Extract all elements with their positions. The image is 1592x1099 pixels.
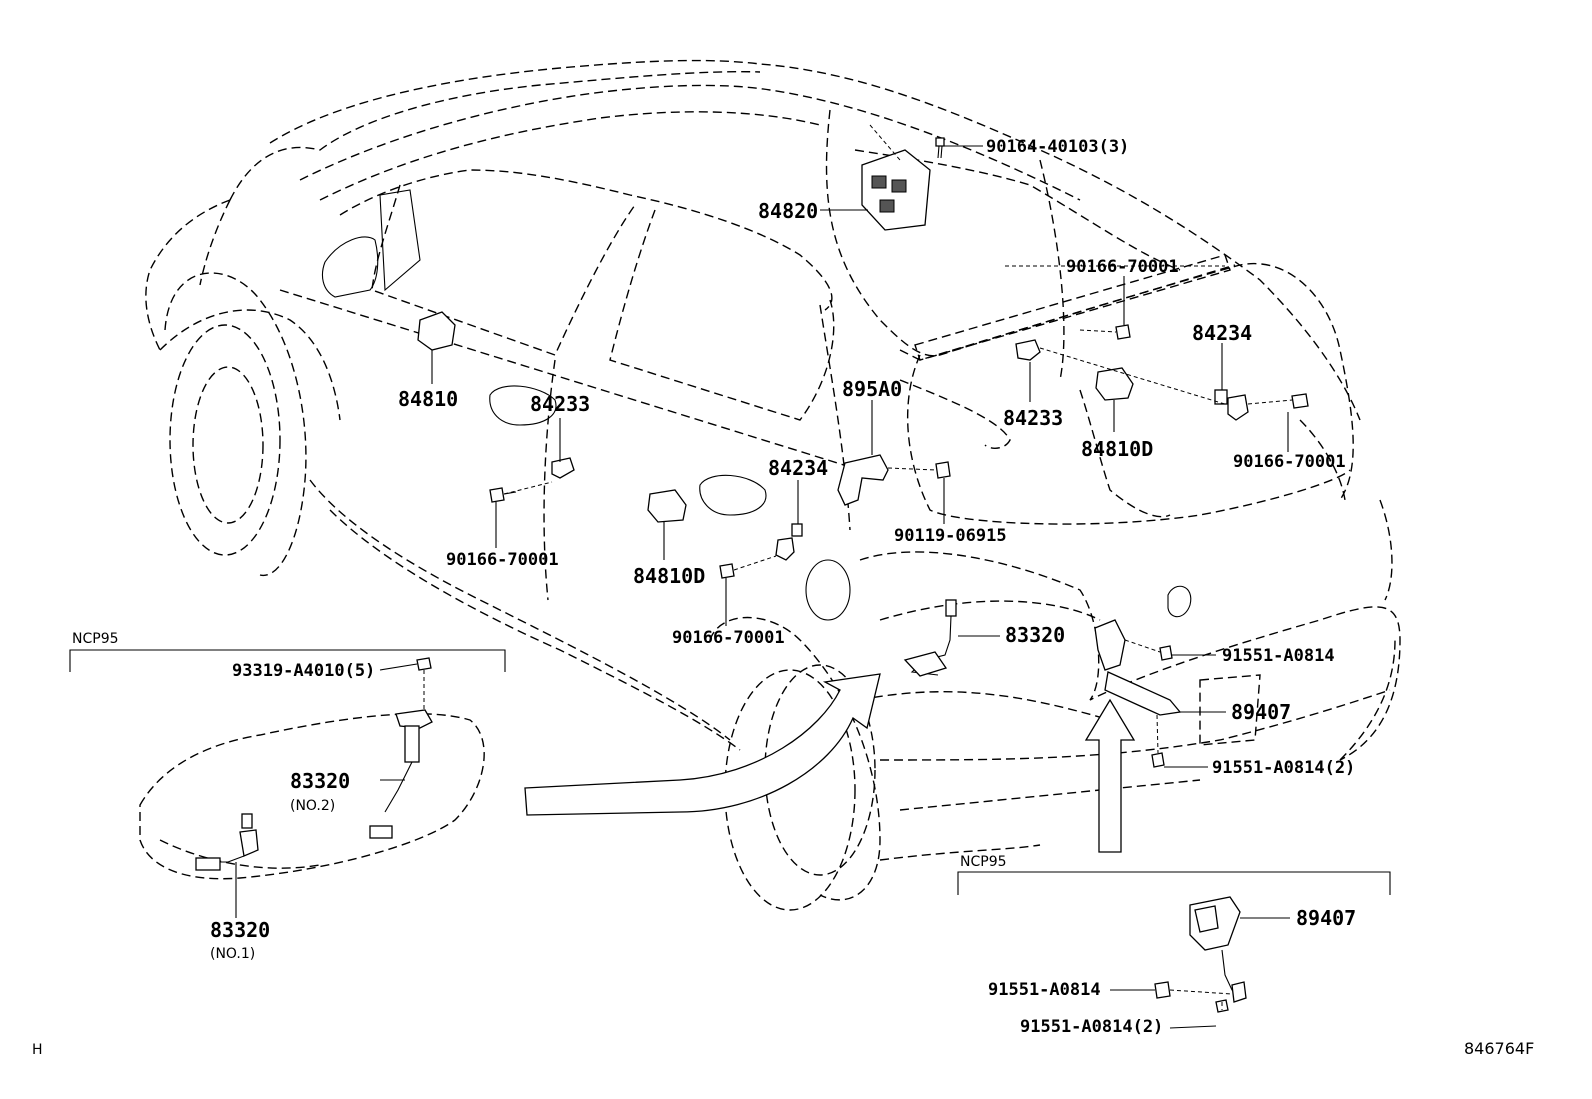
- label-90164-40103: 90164-40103(3): [986, 137, 1129, 157]
- label-90119-06915: 90119-06915: [894, 526, 1007, 546]
- leader-lines: [235, 124, 1293, 1029]
- label-83320-no2-sub: (NO.2): [290, 798, 335, 814]
- label-84234-middle: 84234: [768, 456, 828, 480]
- car-body-outline: [145, 59, 1401, 911]
- label-84233-rear: 84233: [1003, 406, 1063, 430]
- label-895a0: 895A0: [842, 377, 902, 401]
- inset-left-title: NCP95: [72, 631, 119, 647]
- footer-code: H: [32, 1042, 43, 1058]
- label-90166-70001-middle: 90166-70001: [672, 628, 785, 648]
- part-labels: 84820 90164-40103(3) 90166-70001 84234 8…: [210, 137, 1356, 1037]
- label-90166-70001-top-right: 90166-70001: [1066, 257, 1179, 277]
- label-84233-front: 84233: [530, 392, 590, 416]
- label-91551-a0814-2-inset: 91551-A0814(2): [1020, 1017, 1163, 1037]
- inset-right-title: NCP95: [960, 854, 1007, 870]
- label-83320-main: 83320: [1005, 623, 1065, 647]
- label-89407-inset: 89407: [1296, 906, 1356, 930]
- label-90166-70001-left: 90166-70001: [446, 550, 559, 570]
- inset-right: NCP95: [957, 854, 1391, 1013]
- label-83320-no2: 83320: [290, 769, 350, 793]
- label-84810d-middle: 84810D: [633, 564, 705, 588]
- label-84810-front: 84810: [398, 387, 458, 411]
- diagram-id: 846764F: [1464, 1039, 1534, 1058]
- inset-left: NCP95: [69, 631, 506, 880]
- label-84810d-rear: 84810D: [1081, 437, 1153, 461]
- label-91551-a0814: 91551-A0814: [1222, 646, 1335, 666]
- label-91551-a0814-2: 91551-A0814(2): [1212, 758, 1355, 778]
- label-84820: 84820: [758, 199, 818, 223]
- label-83320-no1: 83320: [210, 918, 270, 942]
- label-91551-a0814-inset: 91551-A0814: [988, 980, 1101, 1000]
- label-84234-right: 84234: [1192, 321, 1252, 345]
- label-93319-a4010: 93319-A4010(5): [232, 661, 375, 681]
- part-sketches: [417, 137, 1309, 853]
- label-89407-main: 89407: [1231, 700, 1291, 724]
- label-90166-70001-right: 90166-70001: [1233, 452, 1346, 472]
- label-83320-no1-sub: (NO.1): [210, 946, 255, 962]
